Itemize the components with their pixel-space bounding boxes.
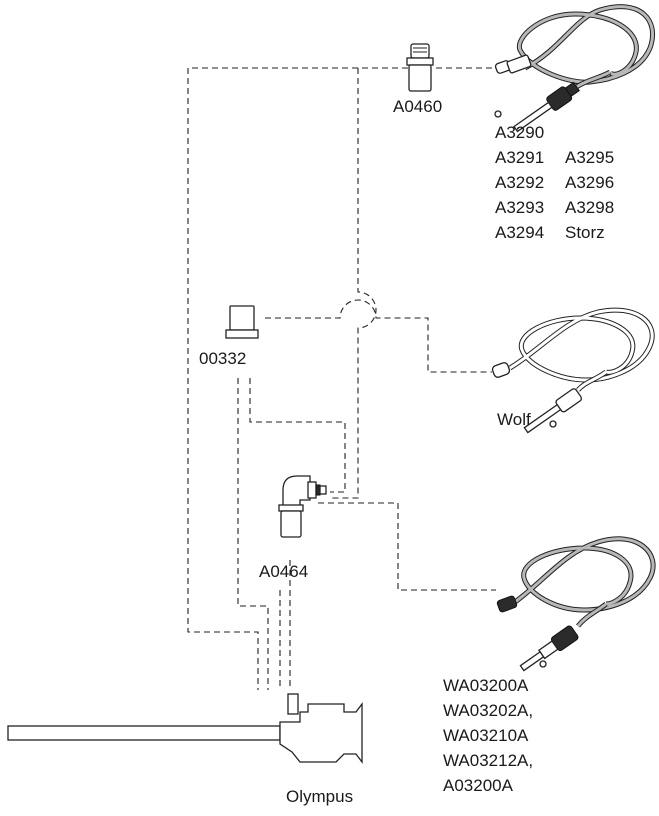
label-wolf: Wolf bbox=[497, 410, 531, 429]
label-a0460: A0460 bbox=[393, 97, 442, 116]
storz-code-3: A3292 bbox=[495, 173, 544, 192]
storz-code-8: A3298 bbox=[565, 198, 614, 217]
olympus-cable-code-5: A03200A bbox=[443, 776, 514, 795]
storz-code-5: A3294 bbox=[495, 223, 544, 242]
label-olympus: Olympus bbox=[286, 787, 353, 806]
olympus-cable-code-4: WA03212A, bbox=[443, 751, 533, 770]
line-00332-to-wolf-cable bbox=[265, 300, 492, 372]
connection-lines bbox=[188, 68, 497, 690]
storz-label: Storz bbox=[565, 223, 605, 242]
storz-cable-codes: A3290 A3291 A3292 A3293 A3294 A3295 A329… bbox=[495, 123, 614, 242]
line-00332-to-a0464 bbox=[250, 378, 345, 492]
label-a0464: A0464 bbox=[259, 562, 308, 581]
storz-code-6: A3295 bbox=[565, 148, 614, 167]
line-a0464-to-olympus-cable bbox=[318, 503, 496, 590]
adapter-a0460 bbox=[407, 44, 433, 91]
storz-code-7: A3296 bbox=[565, 173, 614, 192]
label-00332: 00332 bbox=[199, 349, 246, 368]
storz-code-4: A3293 bbox=[495, 198, 544, 217]
olympus-cable-code-2: WA03202A, bbox=[443, 701, 533, 720]
line-a0460-to-scope-outer bbox=[188, 68, 408, 690]
olympus-light-cable bbox=[496, 539, 653, 675]
adapter-a0464 bbox=[279, 476, 326, 537]
storz-code-1: A3290 bbox=[495, 123, 544, 142]
olympus-cable-code-1: WA03200A bbox=[443, 676, 529, 695]
olympus-cable-codes: WA03200A WA03202A, WA03210A WA03212A, A0… bbox=[443, 676, 533, 795]
olympus-cable-code-3: WA03210A bbox=[443, 726, 529, 745]
adapter-00332 bbox=[226, 306, 258, 338]
olympus-scope bbox=[8, 694, 362, 762]
line-a0460-to-a0464 bbox=[330, 68, 376, 498]
line-00332-to-scope bbox=[238, 378, 268, 690]
storz-light-cable bbox=[495, 7, 653, 136]
storz-code-2: A3291 bbox=[495, 148, 544, 167]
